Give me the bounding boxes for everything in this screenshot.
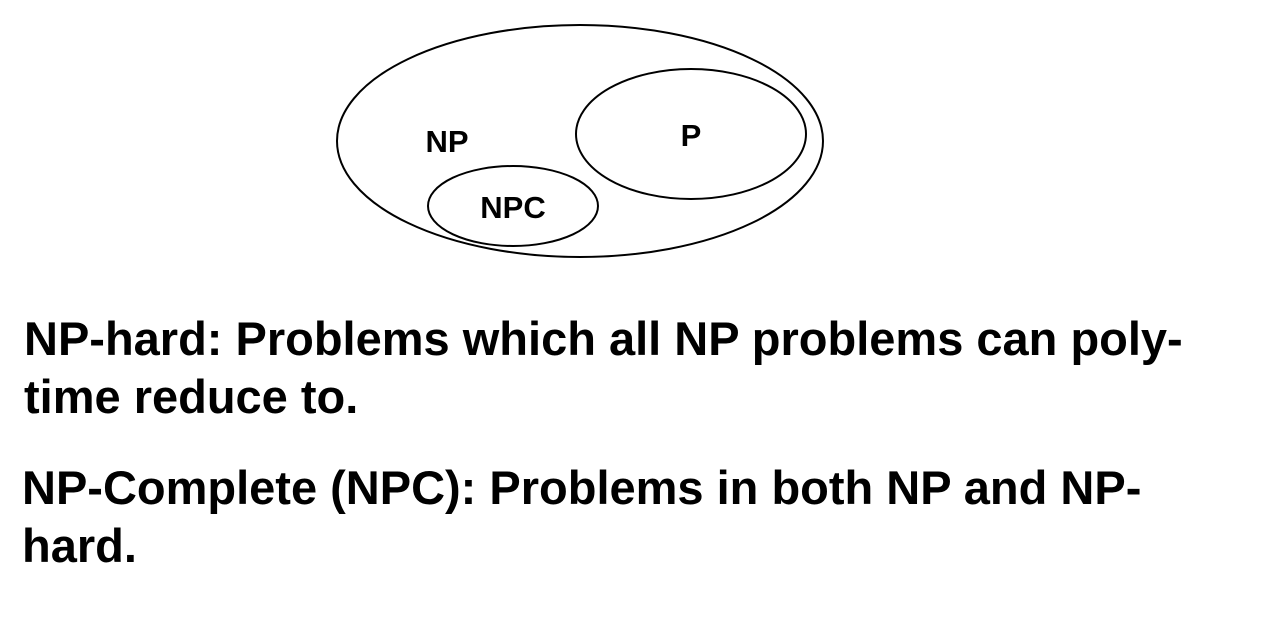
- npc-set-label: NPC: [480, 190, 545, 225]
- p-set-label: P: [681, 118, 702, 153]
- np-set-outline: [336, 24, 824, 258]
- p-set-outline: [575, 68, 807, 200]
- np-hard-definition: NP-hard: Problems which all NP problems …: [24, 310, 1183, 426]
- np-hard-definition-line-2: time reduce to.: [24, 370, 359, 423]
- np-complete-definition-line-2: hard.: [22, 519, 137, 572]
- np-complete-definition: NP-Complete (NPC): Problems in both NP a…: [22, 459, 1141, 575]
- complexity-venn-diagram: NP P NPC: [336, 24, 824, 258]
- np-hard-definition-line-1: NP-hard: Problems which all NP problems …: [24, 312, 1183, 365]
- np-set-label: NP: [425, 124, 468, 159]
- npc-set-outline: [427, 165, 599, 247]
- np-complete-definition-line-1: NP-Complete (NPC): Problems in both NP a…: [22, 461, 1142, 514]
